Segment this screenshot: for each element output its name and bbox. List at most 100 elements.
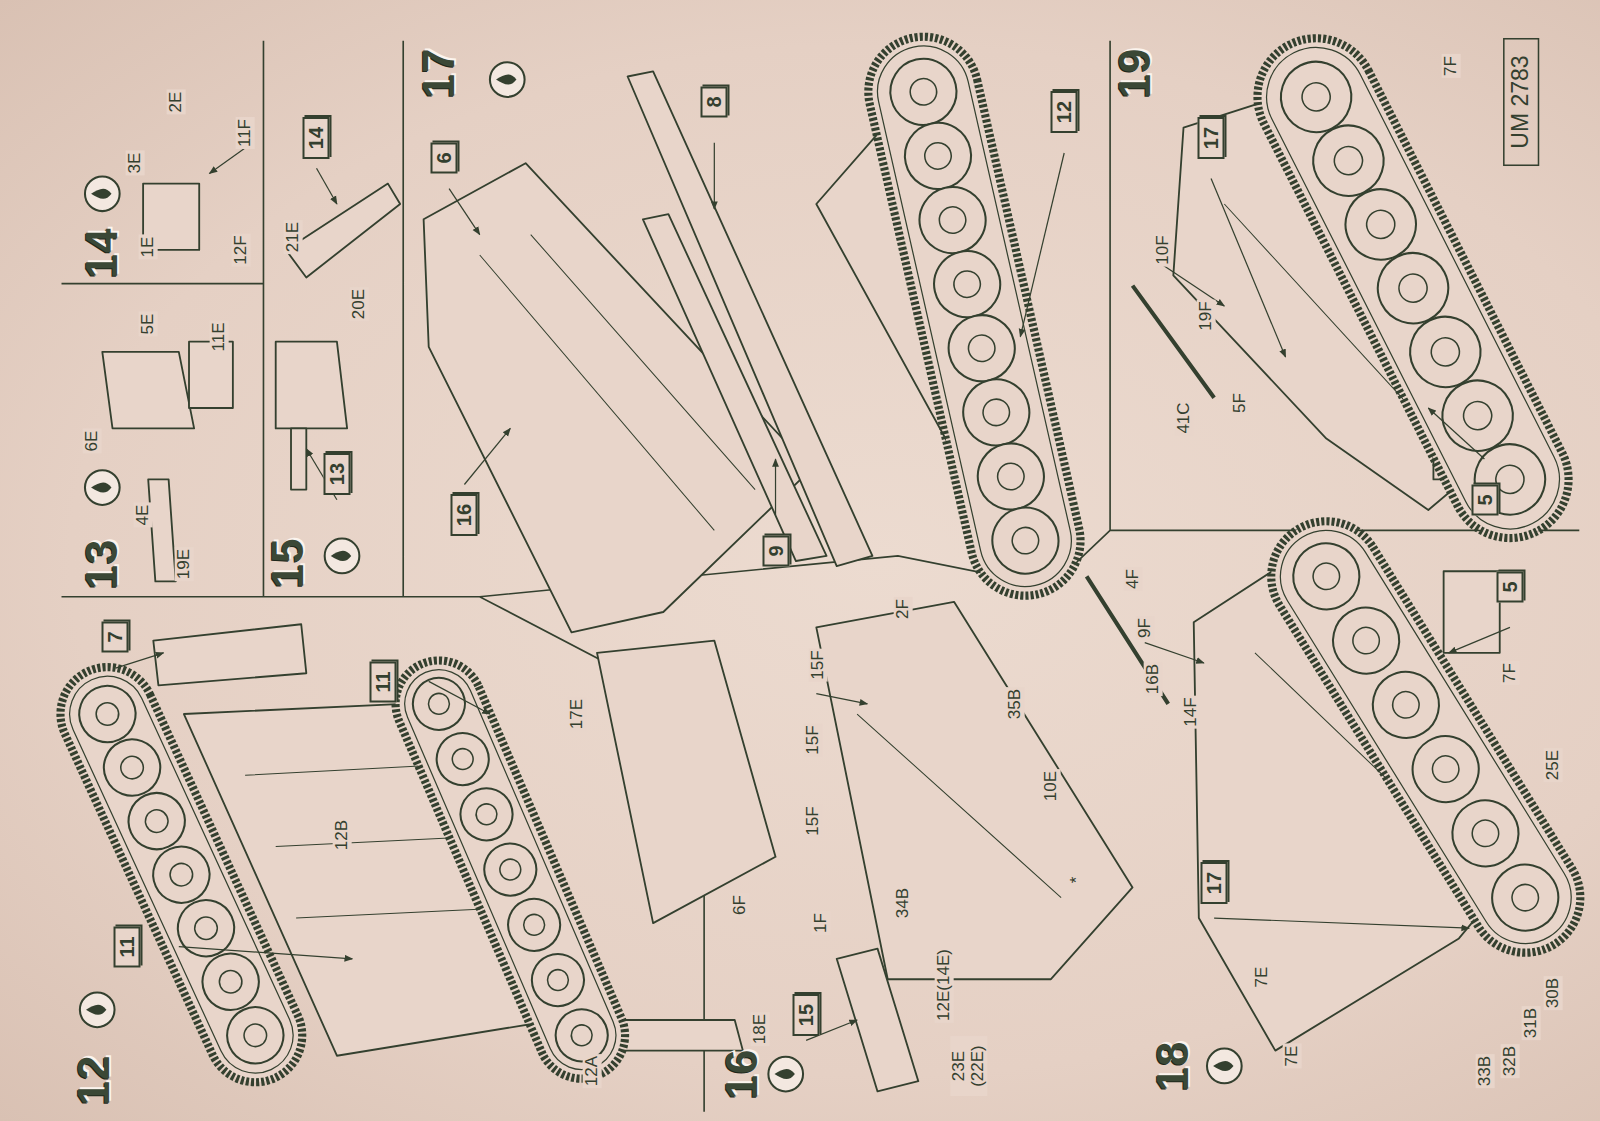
part-number: 9F	[1136, 616, 1155, 640]
step-number: 19	[1110, 46, 1158, 101]
step-reference: 7	[104, 627, 127, 646]
wheel-hub	[995, 461, 1027, 493]
step-reference: 5	[1473, 491, 1496, 510]
part-number: 41C	[1174, 401, 1193, 436]
wheel-hub	[425, 690, 452, 717]
track-assembly	[45, 652, 317, 1098]
part-number: 10F	[1154, 233, 1173, 266]
wheel-hub	[142, 806, 172, 836]
leader-line	[464, 428, 510, 484]
part-number: 6F	[730, 893, 749, 917]
wheel-hub	[473, 801, 500, 828]
wheel-hub	[568, 1022, 595, 1049]
part-number: 15F	[809, 649, 828, 682]
part-outline	[286, 184, 400, 278]
part-outline	[837, 949, 919, 1092]
leader-line	[1020, 153, 1064, 337]
part-number: 1E	[139, 235, 158, 260]
road-wheel	[986, 501, 1065, 580]
part-number: 4E	[134, 503, 153, 528]
road-wheel	[500, 891, 568, 959]
road-wheel	[928, 245, 1007, 324]
part-outline	[612, 1020, 743, 1051]
wheel-hub	[1362, 205, 1400, 243]
part-number: 7F	[1501, 662, 1520, 686]
wheel-hub	[449, 745, 476, 772]
wheel-hub	[908, 76, 940, 108]
icon-ring	[325, 539, 360, 574]
step-reference: 17	[1200, 123, 1223, 153]
road-wheel	[218, 998, 293, 1073]
icon-ring	[85, 176, 120, 211]
leader-line	[775, 459, 776, 515]
part-number: 7E	[1282, 1044, 1301, 1069]
step-reference-box: 5	[1497, 571, 1524, 602]
part-number: 17E	[567, 697, 586, 731]
step-reference: 16	[453, 500, 476, 530]
drop-shape	[774, 1069, 794, 1079]
wheel-hub	[117, 753, 147, 783]
step-reference-box: 11	[113, 926, 140, 967]
part-number: 16B	[1144, 661, 1163, 695]
wheel-hub	[922, 140, 954, 172]
drop-shape	[331, 551, 351, 561]
leader-line	[1449, 627, 1510, 653]
part-number: 31B	[1521, 1006, 1540, 1040]
step-reference: 11	[115, 932, 138, 961]
wheel-hub	[1507, 879, 1543, 915]
step-reference-box: 6	[430, 143, 457, 174]
part-number: 32B	[1501, 1044, 1520, 1078]
wheel-hub	[1459, 397, 1497, 435]
track-assembly	[1251, 500, 1600, 973]
step-reference-box: 17	[1198, 117, 1225, 159]
wheel-hub	[1330, 142, 1368, 180]
drop-shape	[86, 1005, 106, 1015]
part-number: 30B	[1544, 976, 1563, 1010]
step-reference-box: 9	[762, 536, 789, 567]
wheel-hub	[1297, 78, 1335, 116]
part-outline	[1444, 571, 1500, 653]
part-number: 2E	[166, 90, 185, 115]
step-number: 14	[78, 226, 126, 281]
part-number: 1F	[812, 912, 831, 936]
part-number: 14F	[1181, 696, 1200, 729]
artwork	[45, 18, 1600, 1112]
part-outline	[1194, 556, 1536, 1051]
part-number: 5F	[1230, 391, 1249, 415]
road-wheel	[884, 52, 963, 131]
wheel-hub	[937, 204, 969, 236]
road-wheel	[452, 780, 520, 848]
leader-line	[1211, 179, 1285, 358]
part-number: 2F	[894, 597, 913, 621]
drop-shape	[1213, 1061, 1233, 1071]
step-number: 12	[70, 1052, 118, 1107]
wheel-hub	[92, 699, 122, 729]
leader-line	[816, 694, 867, 704]
step-reference: 14	[305, 123, 328, 153]
step-reference-box: 12	[1051, 91, 1078, 133]
part-outline	[153, 624, 306, 685]
part-outline	[628, 71, 873, 566]
step-number: 15	[264, 536, 312, 591]
part-number: *	[1067, 874, 1086, 885]
leader-line	[1145, 643, 1204, 663]
track-assembly	[1237, 18, 1588, 558]
leader-line	[429, 681, 490, 714]
kit-code: UM 2783	[1509, 53, 1534, 150]
road-wheel	[405, 670, 473, 738]
leader-line	[1214, 918, 1469, 928]
track-inner	[1250, 30, 1577, 545]
track-links	[45, 652, 317, 1098]
wheel-hub	[240, 1020, 270, 1050]
part-outline	[597, 641, 776, 924]
part-number: 7E	[1253, 964, 1272, 989]
wheel-hub	[1467, 815, 1503, 851]
road-wheel	[957, 373, 1036, 452]
road-wheel	[898, 116, 977, 195]
drop-shape	[91, 483, 111, 493]
part-number: 35B	[1006, 687, 1025, 721]
icon-ring	[80, 992, 115, 1027]
icon-ring	[1207, 1049, 1242, 1084]
track-inner	[1263, 513, 1588, 961]
part-number: 19F	[1197, 300, 1216, 333]
